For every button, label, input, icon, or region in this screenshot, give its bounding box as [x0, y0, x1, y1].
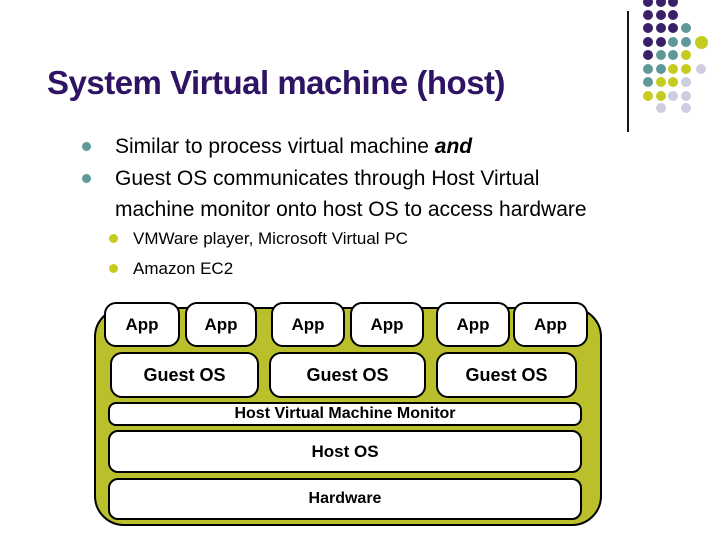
- yellow-dot-icon: [681, 64, 691, 74]
- bullet-text-normal: Similar to process virtual machine: [115, 135, 435, 158]
- purple-dot-icon: [656, 0, 666, 7]
- yellow-dot-icon: [656, 77, 666, 87]
- yellow-dot-icon: [694, 35, 708, 49]
- lavender-dot-icon: [656, 103, 666, 113]
- bullet-text: Guest OS communicates through Host Virtu…: [115, 163, 587, 225]
- teal-dot-icon: [643, 77, 653, 87]
- purple-dot-icon: [643, 50, 653, 60]
- guest-os-box-2: Guest OS: [269, 352, 426, 398]
- app-box-6: App: [513, 302, 588, 347]
- app-box-2: App: [185, 302, 257, 347]
- app-box-4: App: [350, 302, 424, 347]
- teal-dot-icon: [668, 50, 678, 60]
- vmm-layer-bar: Host Virtual Machine Monitor: [108, 402, 582, 426]
- lavender-dot-icon: [681, 91, 691, 101]
- teal-dot-icon: [681, 23, 691, 33]
- sub-bullet-text: Amazon EC2: [133, 259, 234, 278]
- app-box-1: App: [104, 302, 180, 347]
- bullet-circle-icon: [82, 142, 91, 151]
- teal-dot-icon: [656, 64, 666, 74]
- purple-dot-icon: [656, 10, 666, 20]
- teal-dot-icon: [668, 37, 678, 47]
- teal-dot-icon: [643, 64, 653, 74]
- bullet-circle-icon: [82, 174, 91, 183]
- purple-dot-icon: [643, 10, 653, 20]
- purple-dot-icon: [656, 37, 666, 47]
- purple-dot-icon: [643, 37, 653, 47]
- yellow-dot-icon: [668, 77, 678, 87]
- yellow-dot-icon: [681, 50, 691, 60]
- purple-dot-icon: [668, 0, 678, 7]
- app-box-3: App: [271, 302, 345, 347]
- teal-dot-icon: [681, 37, 691, 47]
- sub-bullet-text: VMWare player, Microsoft Virtual PC: [133, 229, 408, 248]
- hardware-layer-bar: Hardware: [108, 478, 582, 520]
- bullet-circle-icon: [109, 234, 118, 243]
- purple-dot-icon: [668, 10, 678, 20]
- purple-dot-icon: [643, 0, 653, 7]
- purple-dot-icon: [656, 23, 666, 33]
- bullet-circle-icon: [109, 264, 118, 273]
- sub-bullet-item-amazon: Amazon EC2: [109, 254, 233, 284]
- vertical-divider-line: [627, 11, 629, 132]
- bullet-text-emphasis: and: [434, 135, 473, 158]
- bullet-item-guest-os: Guest OS communicates through Host Virtu…: [82, 163, 587, 225]
- purple-dot-icon: [668, 23, 678, 33]
- yellow-dot-icon: [643, 91, 653, 101]
- yellow-dot-icon: [656, 91, 666, 101]
- purple-dot-icon: [643, 23, 653, 33]
- guest-os-box-1: Guest OS: [110, 352, 259, 398]
- lavender-dot-icon: [681, 103, 691, 113]
- lavender-dot-icon: [668, 91, 678, 101]
- yellow-dot-icon: [668, 64, 678, 74]
- bullet-line-1: Guest OS communicates through Host Virtu…: [115, 167, 540, 190]
- slide-title: System Virtual machine (host): [47, 64, 506, 101]
- teal-dot-icon: [656, 50, 666, 60]
- bullet-line-2: machine monitor onto host OS to access h…: [115, 198, 587, 221]
- guest-os-box-3: Guest OS: [436, 352, 577, 398]
- sub-bullet-item-vmware: VMWare player, Microsoft Virtual PC: [109, 224, 408, 254]
- lavender-dot-icon: [696, 64, 706, 74]
- bullet-item-similar: Similar to process virtual machine and: [82, 131, 472, 162]
- host-os-layer-bar: Host OS: [108, 430, 582, 473]
- app-box-5: App: [436, 302, 510, 347]
- lavender-dot-icon: [681, 77, 691, 87]
- bullet-text: Similar to process virtual machine and: [115, 131, 472, 162]
